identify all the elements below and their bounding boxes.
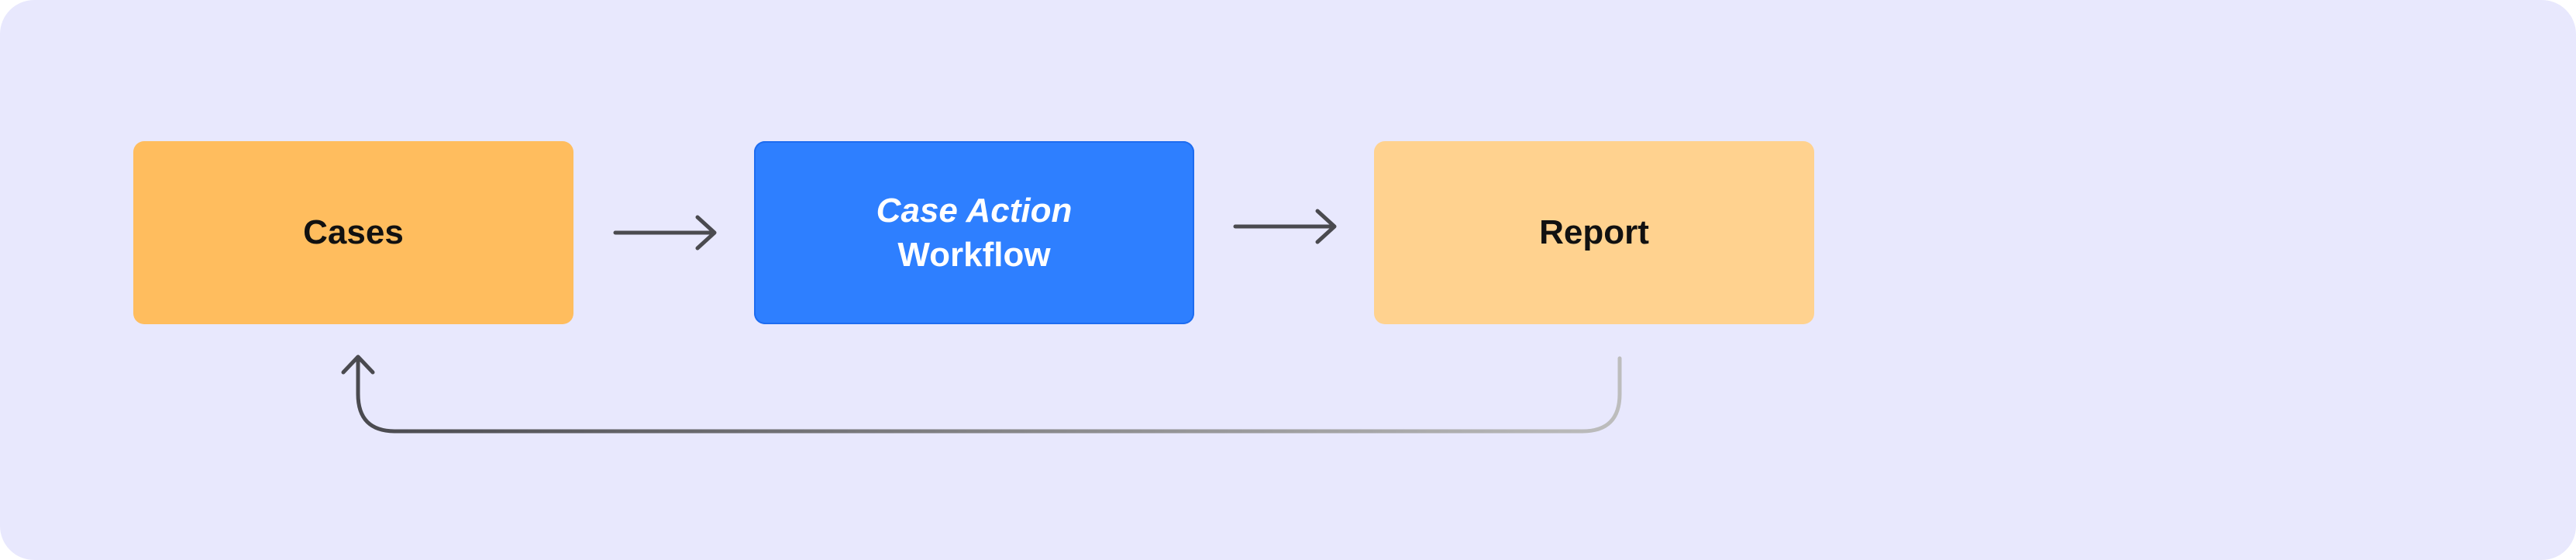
node-case-action-workflow: Case Action Workflow: [754, 141, 1194, 324]
node-report-label: Report: [1539, 213, 1649, 252]
node-workflow-label-line1: Case Action: [876, 191, 1073, 230]
arrow-workflow-to-report: [1233, 209, 1337, 244]
node-cases-label: Cases: [303, 213, 404, 252]
node-report: Report: [1374, 141, 1814, 324]
arrow-cases-to-workflow: [613, 215, 717, 251]
node-workflow-label-line2: Workflow: [897, 236, 1051, 274]
arrow-report-to-cases: [341, 354, 1622, 434]
node-cases: Cases: [133, 141, 573, 324]
